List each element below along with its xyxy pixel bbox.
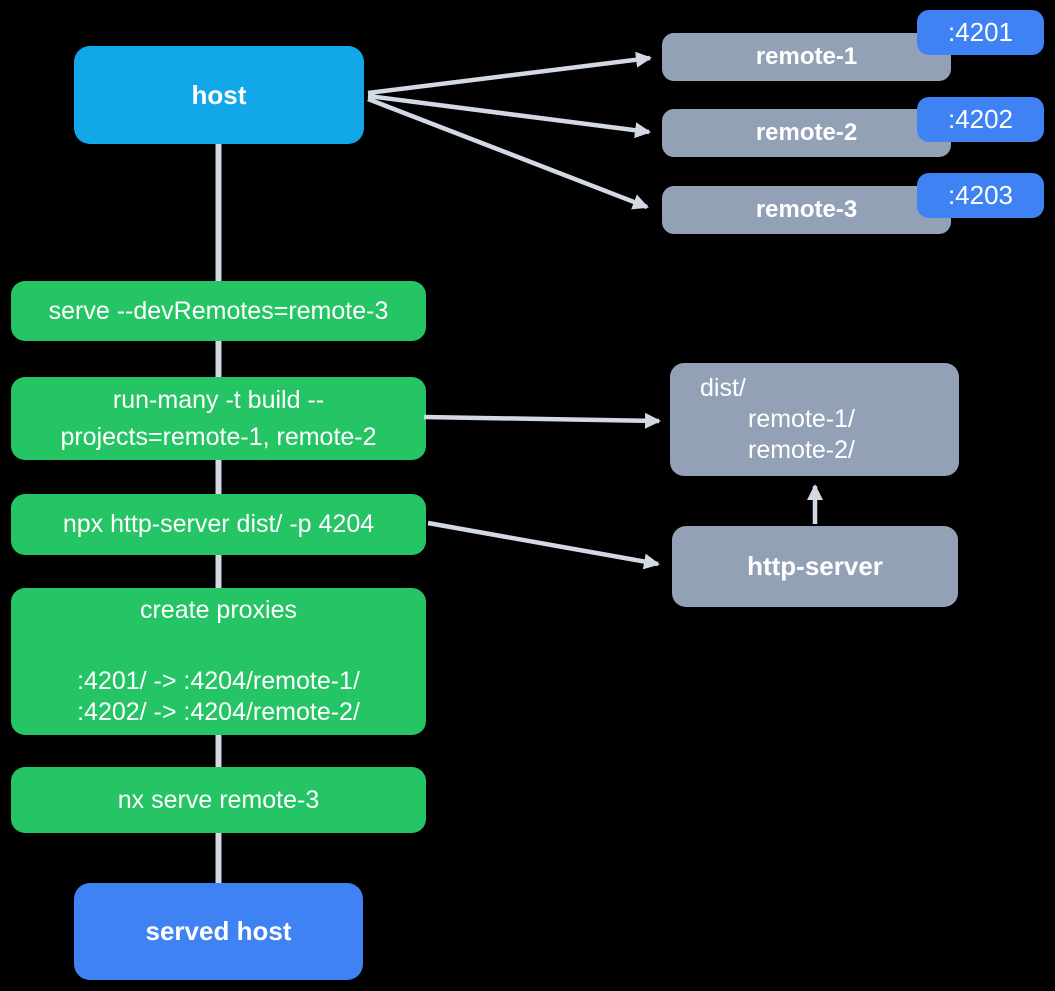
remote-3-label: remote-3 bbox=[755, 196, 858, 223]
dist-folder-box: dist/ remote-1/ remote-2/ bbox=[670, 363, 959, 476]
port-badge-4201-label: :4201 bbox=[947, 17, 1014, 47]
arrow-host-to-remote-1 bbox=[367, 51, 652, 96]
arrow-run-many-to-dist bbox=[423, 412, 661, 429]
remote-2-label: remote-2 bbox=[755, 119, 858, 146]
port-badge-4201: :4201 bbox=[917, 10, 1044, 55]
command-serve-dev-remotes-text: serve --devRemotes=remote-3 bbox=[48, 296, 389, 325]
host-box: host bbox=[74, 46, 364, 144]
command-npx-http-server-text: npx http-server dist/ -p 4204 bbox=[62, 510, 375, 538]
port-badge-4202: :4202 bbox=[917, 97, 1044, 142]
host-label: host bbox=[191, 79, 247, 110]
http-server-box: http-server bbox=[672, 526, 958, 607]
remote-3-box: remote-3 bbox=[662, 186, 951, 234]
arrow-host-to-remote-3 bbox=[367, 96, 649, 210]
command-npx-http-server: npx http-server dist/ -p 4204 bbox=[11, 494, 426, 555]
command-run-many-build-line-1: run-many -t build -- bbox=[112, 385, 325, 414]
served-host-label: served host bbox=[145, 916, 292, 946]
proxy-mapping-4202: :4202/ -> :4204/remote-2/ bbox=[77, 698, 360, 726]
command-run-many-build: run-many -t build -- projects=remote-1, … bbox=[11, 377, 426, 460]
command-nx-serve-remote-3: nx serve remote-3 bbox=[11, 767, 426, 833]
http-server-label: http-server bbox=[747, 551, 883, 581]
remote-1-label: remote-1 bbox=[755, 43, 858, 70]
arrow-host-to-remote-2 bbox=[367, 93, 651, 139]
port-badge-4202-label: :4202 bbox=[947, 104, 1014, 134]
create-proxies-title: create proxies bbox=[139, 596, 298, 624]
served-host-box: served host bbox=[74, 883, 363, 980]
remote-2-box: remote-2 bbox=[662, 109, 951, 157]
dist-folder-remote-1: remote-1/ bbox=[748, 405, 855, 433]
arrow-npx-to-http-server bbox=[427, 520, 660, 570]
command-create-proxies: create proxies :4201/ -> :4204/remote-1/… bbox=[11, 588, 426, 735]
port-badge-4203-label: :4203 bbox=[947, 180, 1014, 210]
remote-1-box: remote-1 bbox=[662, 33, 951, 81]
proxy-mapping-4201: :4201/ -> :4204/remote-1/ bbox=[77, 667, 360, 695]
dist-folder-remote-2: remote-2/ bbox=[748, 436, 855, 464]
command-run-many-build-line-2: projects=remote-1, remote-2 bbox=[60, 422, 377, 451]
command-serve-dev-remotes: serve --devRemotes=remote-3 bbox=[11, 281, 426, 341]
command-nx-serve-remote-3-text: nx serve remote-3 bbox=[117, 785, 320, 814]
port-badge-4203: :4203 bbox=[917, 173, 1044, 218]
dist-folder-root: dist/ bbox=[700, 374, 746, 402]
